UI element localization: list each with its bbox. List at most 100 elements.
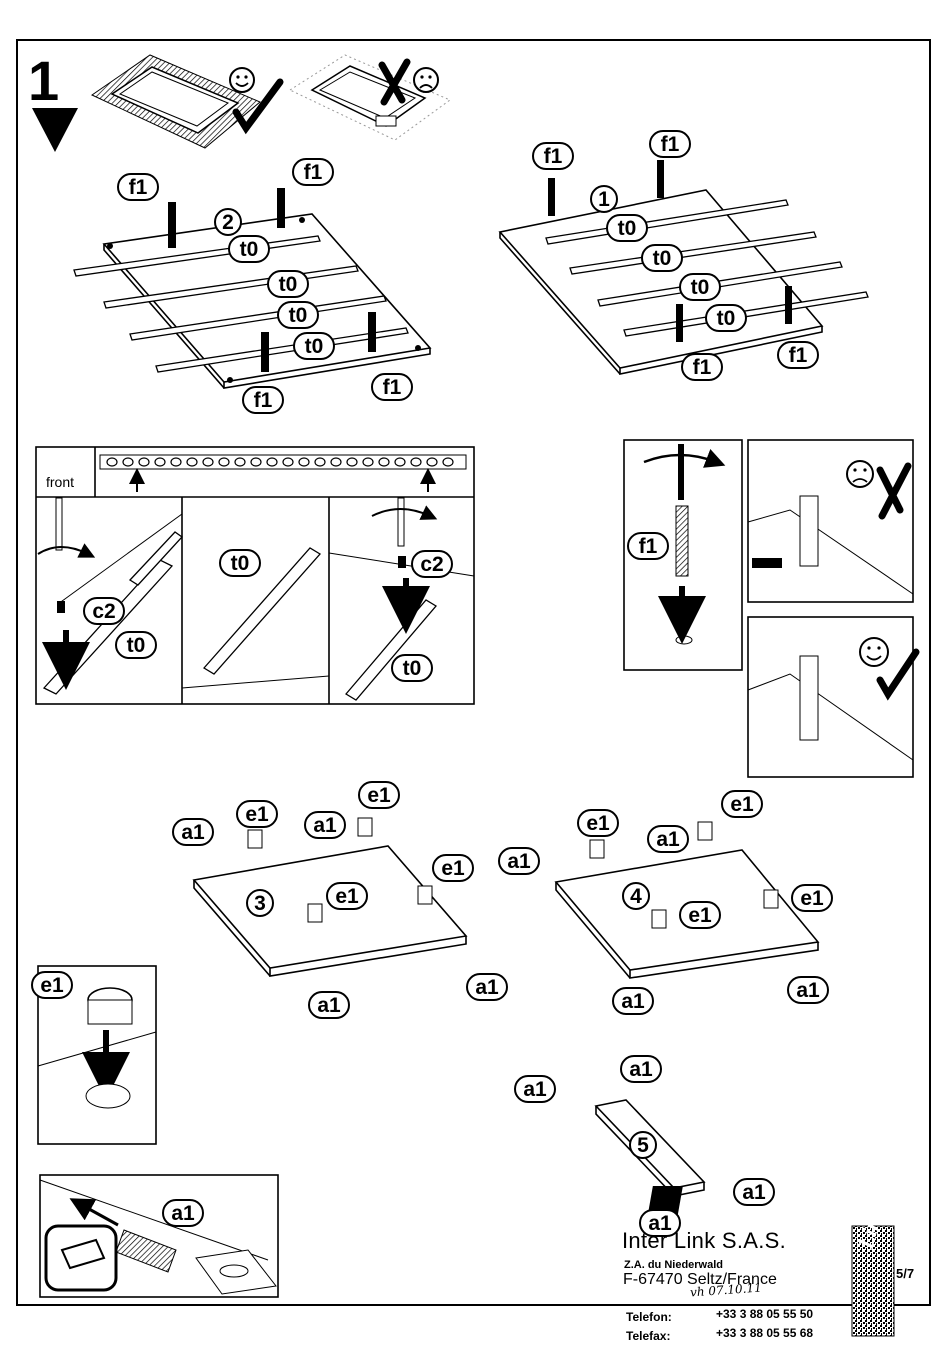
svg-text:t0: t0	[231, 552, 250, 575]
part-code-label: t0	[278, 302, 318, 328]
svg-text:f1: f1	[383, 376, 402, 399]
down-arrow-icon	[32, 108, 78, 152]
svg-text:5: 5	[637, 1134, 649, 1157]
svg-text:c2: c2	[420, 553, 443, 576]
panel-1-assembly	[500, 160, 868, 374]
sad-face-icon	[414, 68, 438, 92]
svg-text:e1: e1	[335, 885, 359, 908]
part-code-label: c2	[84, 598, 124, 624]
svg-text:e1: e1	[367, 784, 391, 807]
happy-face-icon	[230, 68, 254, 92]
part-code-label: e1	[433, 855, 473, 881]
fax-label: Telefax:	[626, 1329, 670, 1343]
svg-text:a1: a1	[796, 979, 820, 1002]
part-code-label: a1	[163, 1200, 203, 1226]
part-code-label: a1	[305, 812, 345, 838]
part-number-label: 2	[215, 209, 241, 235]
svg-text:4: 4	[630, 885, 642, 908]
svg-text:f1: f1	[789, 344, 808, 367]
svg-text:a1: a1	[629, 1058, 653, 1081]
step-number: 1	[28, 49, 59, 112]
svg-text:f1: f1	[129, 176, 148, 199]
part-code-label: t0	[220, 550, 260, 576]
part-number-label: 4	[623, 883, 649, 909]
part-code-label: e1	[722, 791, 762, 817]
svg-text:t0: t0	[240, 238, 259, 261]
part-code-label: t0	[680, 274, 720, 300]
phone-label: Telefon:	[626, 1310, 672, 1324]
svg-text:e1: e1	[688, 904, 712, 927]
svg-text:f1: f1	[544, 145, 563, 168]
part-code-label: e1	[32, 972, 72, 998]
dowel-detail	[624, 440, 916, 777]
svg-text:t0: t0	[279, 273, 298, 296]
part-code-label: f1	[293, 159, 333, 185]
svg-text:a1: a1	[742, 1181, 766, 1204]
svg-text:f1: f1	[693, 356, 712, 379]
part-code-label: a1	[499, 848, 539, 874]
part-code-label: a1	[621, 1056, 661, 1082]
part-code-label: t0	[706, 305, 746, 331]
svg-text:a1: a1	[475, 976, 499, 999]
part-code-label: e1	[237, 801, 277, 827]
panel-2-assembly	[74, 188, 430, 388]
svg-text:2: 2	[222, 211, 234, 234]
part-code-label: e1	[359, 782, 399, 808]
svg-text:a1: a1	[181, 821, 205, 844]
phone-number: +33 3 88 05 55 50	[716, 1307, 813, 1321]
happy-face-icon	[860, 638, 888, 666]
company-street: Z.A. du Niederwald	[624, 1259, 723, 1271]
svg-text:c2: c2	[92, 600, 115, 623]
svg-text:t0: t0	[717, 307, 736, 330]
part-code-label: a1	[788, 977, 828, 1003]
svg-text:f1: f1	[639, 535, 658, 558]
part-code-label: a1	[309, 992, 349, 1018]
svg-text:t0: t0	[618, 217, 637, 240]
part-code-label: a1	[648, 826, 688, 852]
dowel-insert-detail	[40, 1175, 278, 1297]
svg-text:e1: e1	[40, 974, 64, 997]
part-number-label: 3	[247, 890, 273, 916]
part-code-label: f1	[533, 143, 573, 169]
company-name: Inter Link S.A.S.	[622, 1228, 786, 1254]
svg-text:a1: a1	[656, 828, 680, 851]
part-code-label: f1	[778, 342, 818, 368]
part-code-label: t0	[607, 215, 647, 241]
part-code-label: f1	[628, 533, 668, 559]
part-code-label: f1	[650, 131, 690, 157]
part-code-label: t0	[229, 236, 269, 262]
svg-text:1: 1	[598, 188, 610, 211]
part-code-label: t0	[642, 245, 682, 271]
part-code-label: c2	[412, 551, 452, 577]
part-code-label: t0	[294, 333, 334, 359]
part-number-label: 1	[591, 186, 617, 212]
svg-text:e1: e1	[245, 803, 269, 826]
svg-text:f1: f1	[661, 133, 680, 156]
svg-text:a1: a1	[317, 994, 341, 1017]
svg-text:t0: t0	[653, 247, 672, 270]
svg-text:e1: e1	[800, 887, 824, 910]
fax-number: +33 3 88 05 55 68	[716, 1326, 813, 1340]
part-code-label: a1	[613, 988, 653, 1014]
svg-text:a1: a1	[313, 814, 337, 837]
part-code-label: a1	[173, 819, 213, 845]
svg-text:t0: t0	[403, 657, 422, 680]
part-code-label: f1	[118, 174, 158, 200]
svg-text:a1: a1	[171, 1202, 195, 1225]
sad-face-icon	[847, 461, 873, 487]
svg-text:t0: t0	[289, 304, 308, 327]
part-code-label: f1	[243, 387, 283, 413]
svg-text:3: 3	[254, 892, 266, 915]
svg-text:e1: e1	[586, 812, 610, 835]
svg-text:e1: e1	[441, 857, 465, 880]
part-number-label: 5	[630, 1132, 656, 1158]
front-label: front	[46, 474, 74, 490]
svg-text:t0: t0	[305, 335, 324, 358]
part-code-label: t0	[116, 632, 156, 658]
part-code-label: t0	[392, 655, 432, 681]
svg-text:a1: a1	[621, 990, 645, 1013]
part-code-label: e1	[680, 902, 720, 928]
svg-text:a1: a1	[507, 850, 531, 873]
